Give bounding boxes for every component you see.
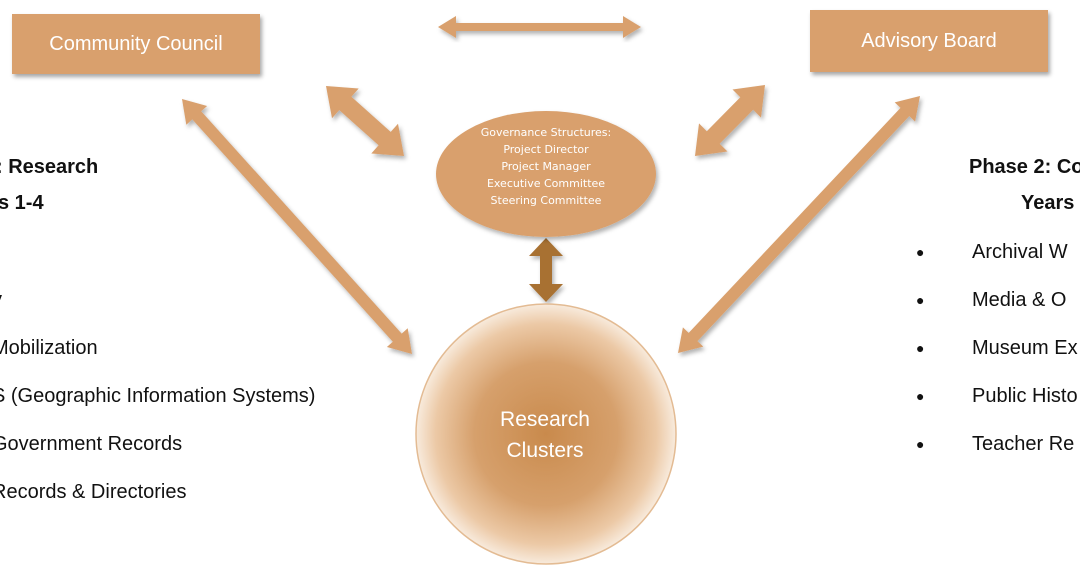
right-heading-line2: Years xyxy=(1021,192,1075,214)
list-item: Government Records xyxy=(0,433,183,455)
list-item xyxy=(0,228,315,276)
list-item: S (Geographic Information Systems) xyxy=(0,385,316,407)
list-item-label: Public Histo xyxy=(972,385,1078,407)
governance-research-arrow xyxy=(529,238,563,302)
governance-label: Governance Structures: Project Director … xyxy=(448,124,644,209)
governance-item: Steering Committee xyxy=(490,194,602,207)
research-clusters-line: Clusters xyxy=(506,439,584,462)
list-item: ● Media & O xyxy=(916,276,1078,324)
list-item: Mobilization xyxy=(0,337,98,359)
governance-item: Executive Committee xyxy=(486,177,606,190)
bullet-icon: ● xyxy=(916,436,925,452)
list-item-label: Media & O xyxy=(972,289,1067,311)
list-item-label: Museum Ex xyxy=(972,337,1078,359)
list-item: ● Public Histo xyxy=(916,372,1078,420)
governance-item: Project Director xyxy=(503,143,589,156)
list-item-label: Teacher Re xyxy=(972,433,1075,455)
list-item: ● Teacher Re xyxy=(916,420,1078,468)
research-clusters-label: Research Clusters xyxy=(470,404,620,466)
left-heading-line1: : Research xyxy=(0,156,99,178)
community-council-box: Community Council xyxy=(12,14,260,74)
left-heading-line2: s 1-4 xyxy=(0,192,44,214)
advisory-board-box: Advisory Board xyxy=(810,10,1048,72)
research-clusters-line: Research xyxy=(500,408,590,431)
list-item: ● Museum Ex xyxy=(916,324,1078,372)
advisory-board-label: Advisory Board xyxy=(861,29,997,52)
right-phase-list: ● Archival W ● Media & O ● Museum Ex ● Publi… xyxy=(916,228,1078,468)
bullet-icon: ● xyxy=(916,388,925,404)
bullet-icon: ● xyxy=(916,292,925,308)
community-council-label: Community Council xyxy=(49,32,223,55)
governance-ellipse xyxy=(436,111,656,237)
council-research-arrow xyxy=(182,99,412,354)
right-heading-line1: Phase 2: Co xyxy=(969,156,1080,178)
governance-title: Governance Structures: xyxy=(480,126,612,139)
advisory-governance-arrow xyxy=(695,85,765,156)
council-advisory-arrow xyxy=(438,16,641,38)
arrows-layer xyxy=(182,16,920,354)
advisory-research-arrow xyxy=(678,96,920,353)
bullet-icon: ● xyxy=(916,340,925,356)
left-phase-list: y Mobilization S (Geographic Information… xyxy=(0,228,315,516)
list-item: ● Archival W xyxy=(916,228,1078,276)
research-clusters-circle xyxy=(415,303,677,565)
bullet-icon: ● xyxy=(916,244,925,260)
list-item-label: Archival W xyxy=(972,241,1068,263)
council-governance-arrow xyxy=(326,86,404,156)
list-item: Records & Directories xyxy=(0,481,187,503)
list-item: y xyxy=(0,276,315,324)
governance-item: Project Manager xyxy=(501,160,591,173)
